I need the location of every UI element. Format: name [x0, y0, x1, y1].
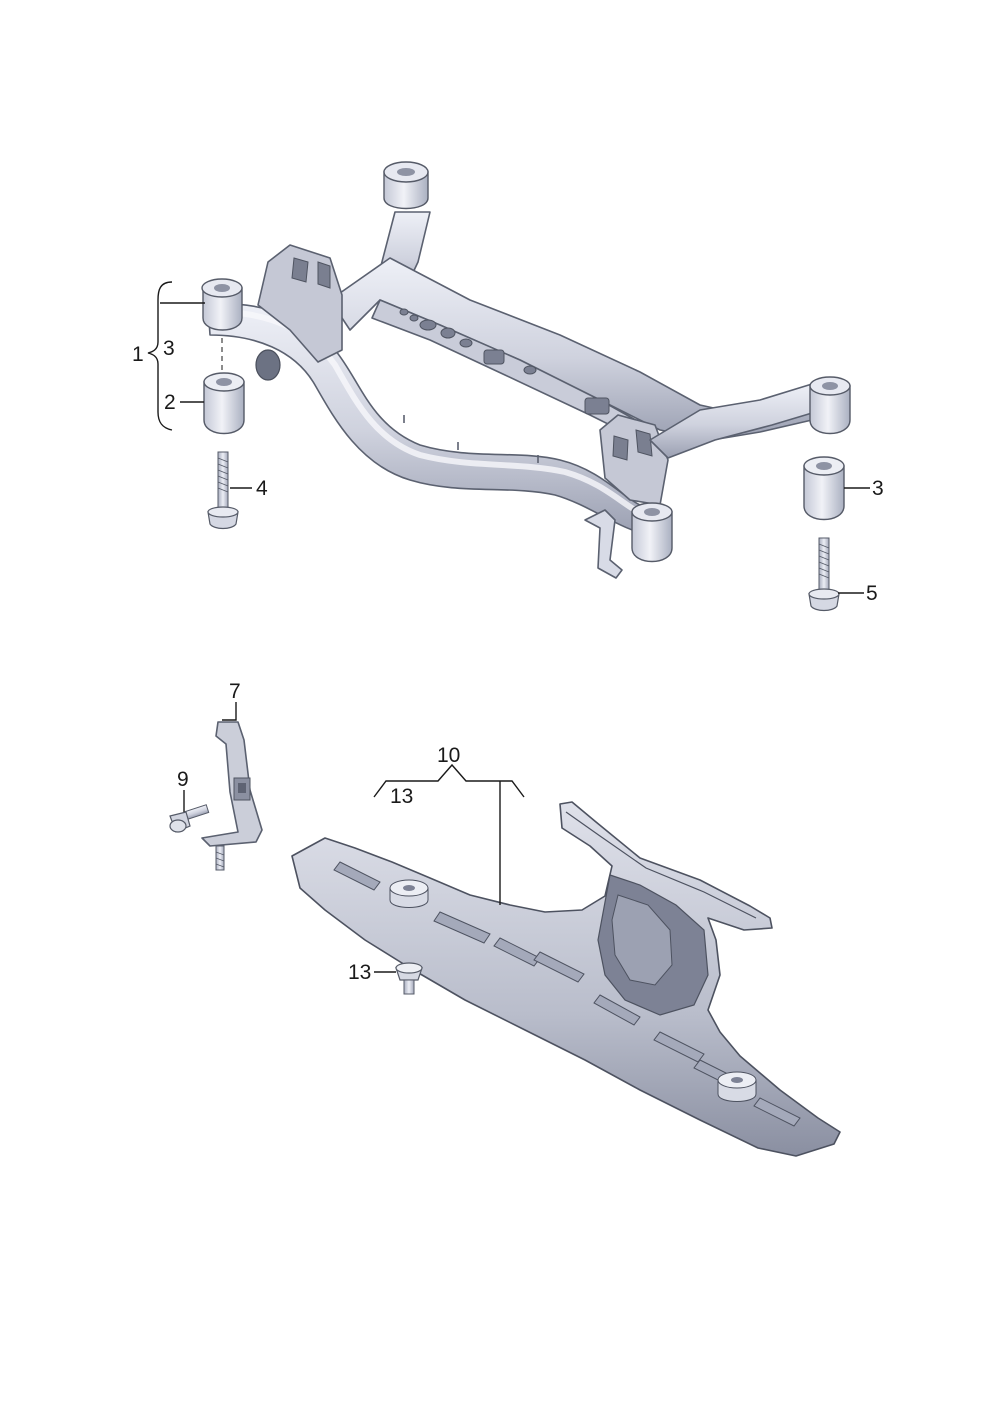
hex-bolt-right: [808, 537, 840, 612]
callout-5: 5: [866, 582, 878, 605]
bracket-slots-right: [612, 429, 653, 461]
callout-10: 10: [437, 744, 460, 767]
shield-boss-right: [717, 1071, 757, 1102]
subframe-crossmember: [201, 161, 851, 579]
bracket-bolt: [169, 804, 210, 833]
bracket-slots-left: [291, 257, 331, 289]
mounting-bracket: [201, 721, 263, 847]
tube-tabs: [403, 415, 539, 463]
callout-4: 4: [256, 477, 268, 500]
shield-ribs: [333, 861, 801, 1127]
hex-bolt-left: [207, 451, 239, 530]
callout-labels: 1 3 2 4 3 5 7 9 10 13 13: [132, 337, 884, 984]
bracket-stud: [215, 845, 225, 871]
callout-1: 1: [132, 343, 144, 366]
callout-7: 7: [229, 680, 241, 703]
beam-holes: [399, 308, 610, 415]
leader-lines: [147, 281, 870, 973]
rubber-bushing-left: [203, 372, 245, 435]
underbody-heat-shield: [291, 801, 841, 1157]
left-frame-mount-bushing: [201, 278, 243, 331]
shield-boss-left: [389, 879, 429, 908]
callout-3-left: 3: [163, 337, 175, 360]
callout-2: 2: [164, 391, 176, 414]
front-right-frame-mount-bushing: [631, 502, 673, 563]
top-rear-mount-bushing: [383, 161, 429, 210]
rubber-bushing-right: [803, 456, 845, 521]
clip-fastener: [395, 962, 423, 995]
callout-13-bottom: 13: [348, 961, 371, 984]
callout-13-top: 13: [390, 785, 413, 808]
callout-9: 9: [177, 768, 189, 791]
callout-3-right: 3: [872, 477, 884, 500]
right-frame-mount-bushing: [809, 376, 851, 435]
